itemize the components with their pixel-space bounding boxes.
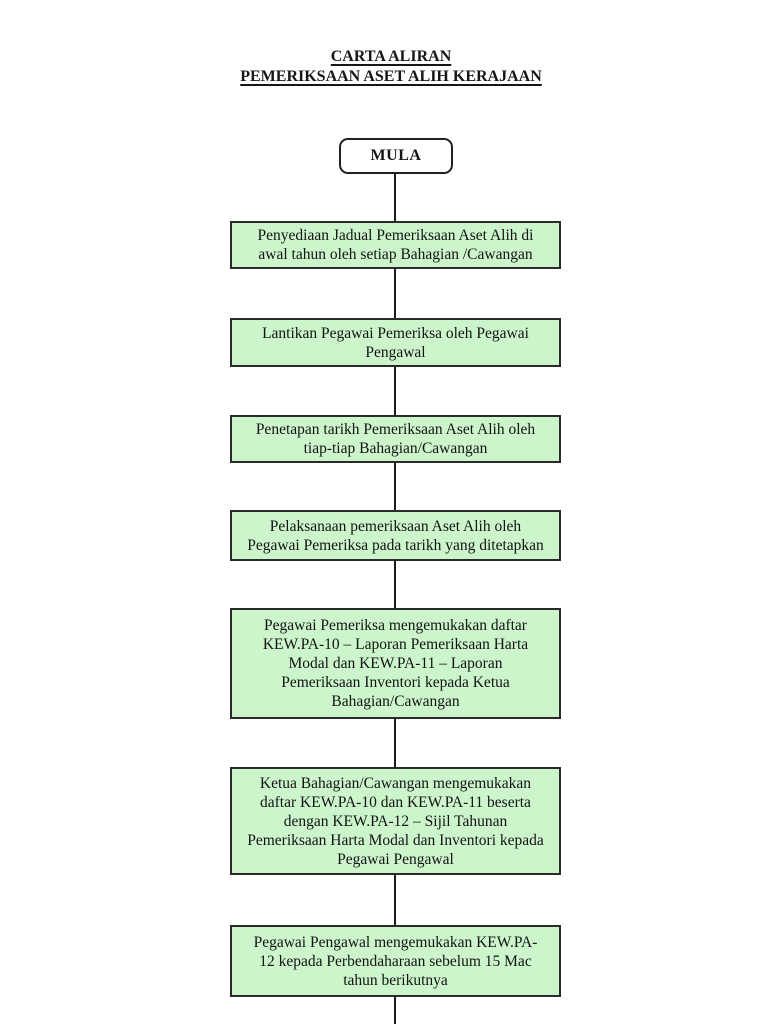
flow-connector (394, 367, 396, 416)
flow-step-box: Pelaksanaan pemeriksaan Aset Alih oleh P… (230, 510, 561, 561)
flow-step-box: Penyediaan Jadual Pemeriksaan Aset Alih … (230, 221, 561, 269)
flow-step-box: Pegawai Pemeriksa mengemukakan daftar KE… (230, 608, 561, 719)
flow-step-box: Ketua Bahagian/Cawangan mengemukakan daf… (230, 767, 561, 875)
flow-connector-exit (394, 996, 396, 1024)
flow-connector (394, 269, 396, 318)
flow-connector (394, 173, 396, 221)
flow-connector (394, 719, 396, 768)
flow-step-box: Penetapan tarikh Pemeriksaan Aset Alih o… (230, 415, 561, 463)
start-node-label: MULA (370, 147, 422, 164)
flowchart-start-node: MULA (339, 138, 453, 174)
page-title-line1: CARTA ALIRAN (330, 48, 452, 65)
page-title: CARTA ALIRAN PEMERIKSAAN ASET ALIH KERAJ… (7, 47, 768, 87)
flow-step-box: Lantikan Pegawai Pemeriksa oleh Pegawai … (230, 318, 561, 367)
flow-connector (394, 561, 396, 608)
flow-connector (394, 463, 396, 511)
page-title-line2: PEMERIKSAAN ASET ALIH KERAJAAN (240, 68, 542, 85)
flow-connector (394, 875, 396, 925)
flow-step-box: Pegawai Pengawal mengemukakan KEW.PA- 12… (230, 925, 561, 997)
